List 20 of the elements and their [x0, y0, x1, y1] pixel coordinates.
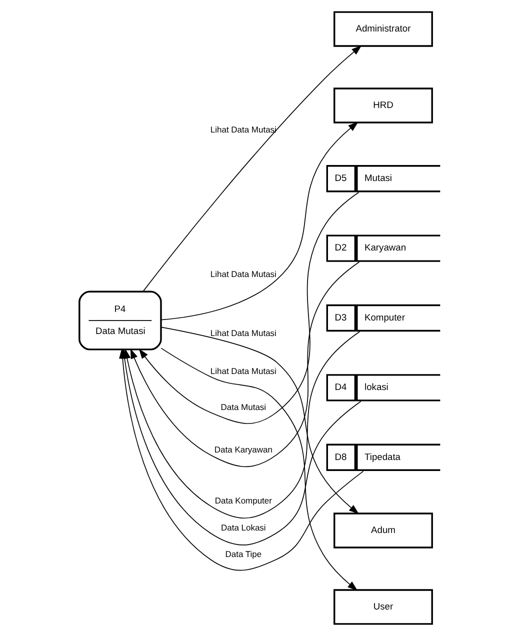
- node-box: Administrator: [334, 11, 433, 47]
- edge-label: Data Tipe: [225, 548, 262, 559]
- edge-label: Data Komputer: [214, 495, 272, 506]
- edge-label: Lihat Data Mutasi: [210, 328, 276, 338]
- node-box: HRD: [334, 88, 433, 124]
- edge-label: Data Mutasi: [220, 402, 266, 412]
- edge-label: Lihat Data Mutasi: [210, 124, 276, 135]
- node-box: Adum: [334, 512, 433, 548]
- arrow: [160, 326, 360, 514]
- arrow: [160, 122, 358, 320]
- node-box: P4 Data Mutasi: [78, 290, 162, 350]
- arrow: [138, 192, 360, 424]
- arrow: [160, 348, 358, 591]
- edge-label: Data Lokasi: [221, 522, 266, 532]
- arrow: [130, 262, 360, 468]
- edge-label: Lihat Data Mutasi: [210, 269, 276, 280]
- arrow: [142, 45, 362, 292]
- edge-label: Data Karyawan: [214, 444, 272, 454]
- edge-label: Lihat Data Mutasi: [210, 366, 276, 376]
- node-box: User: [334, 589, 433, 625]
